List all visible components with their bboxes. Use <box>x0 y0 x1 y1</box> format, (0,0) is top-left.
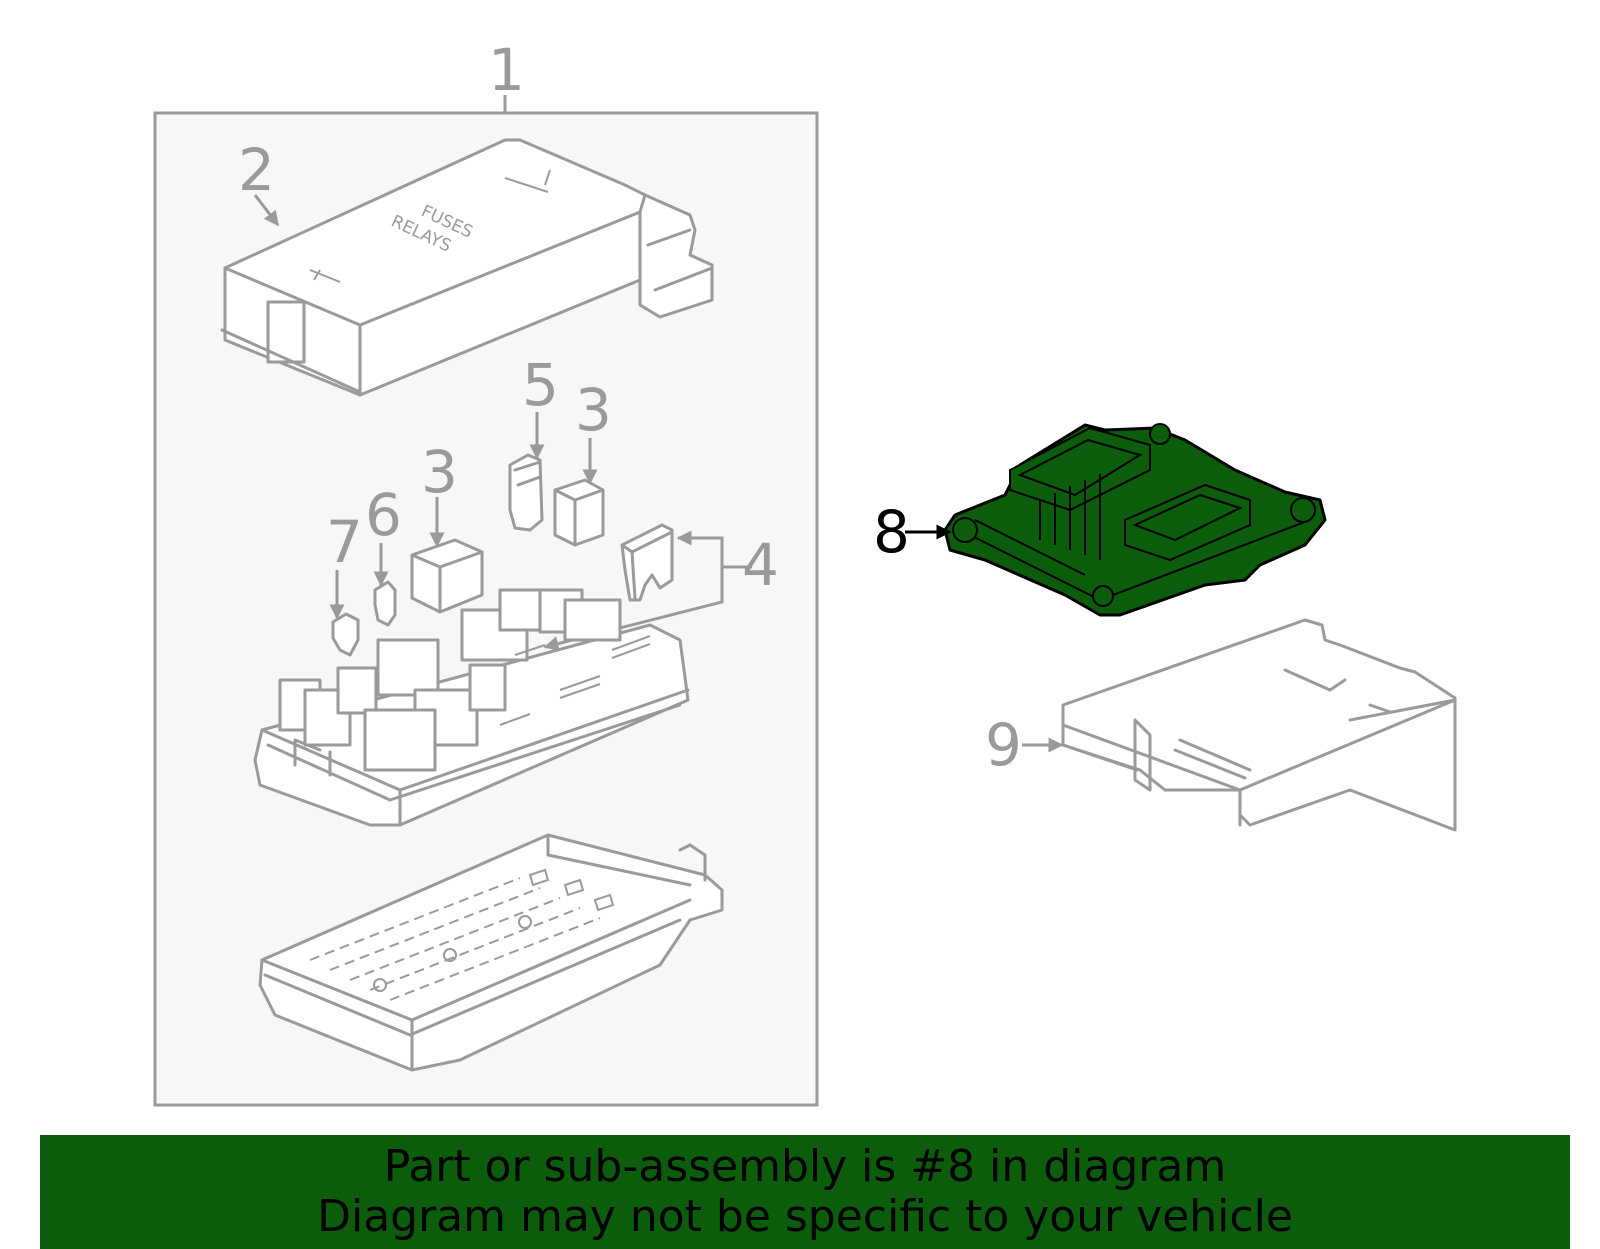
info-banner: Part or sub-assembly is #8 in diagram Di… <box>40 1135 1570 1249</box>
fuse-box-cover: FUSES RELAYS <box>220 138 714 397</box>
callout-3-left: 3 <box>421 438 458 506</box>
banner-part-note: Part or sub-assembly is #8 in diagram <box>383 1141 1227 1192</box>
part-3-relay-cube-right <box>553 478 605 547</box>
callout-9: 9 <box>985 711 1022 779</box>
info-banner-bg <box>40 1135 1570 1249</box>
part-5-relay-small <box>508 453 544 532</box>
callout-6: 6 <box>365 481 402 549</box>
callout-leader-2 <box>253 194 280 227</box>
part-4-blade-fuse <box>620 523 674 602</box>
callout-1: 1 <box>488 36 525 104</box>
part-6-mini-fuse <box>373 580 397 627</box>
part-7-mini-fuse <box>331 612 360 657</box>
part-3-relay-cube-left <box>410 538 484 614</box>
fuse-block-body <box>253 588 690 827</box>
part-9-bracket <box>1061 618 1457 832</box>
callout-8: 8 <box>873 498 910 566</box>
banner-disclaimer: Diagram may not be specific to your vehi… <box>317 1191 1293 1242</box>
callout-2: 2 <box>238 136 275 204</box>
part-8-control-module <box>943 423 1327 617</box>
callout-4: 4 <box>742 531 779 599</box>
callout-5: 5 <box>522 351 559 419</box>
callout-3-right: 3 <box>575 376 612 444</box>
callout-7: 7 <box>326 508 363 576</box>
fuse-block-base <box>258 833 724 1072</box>
